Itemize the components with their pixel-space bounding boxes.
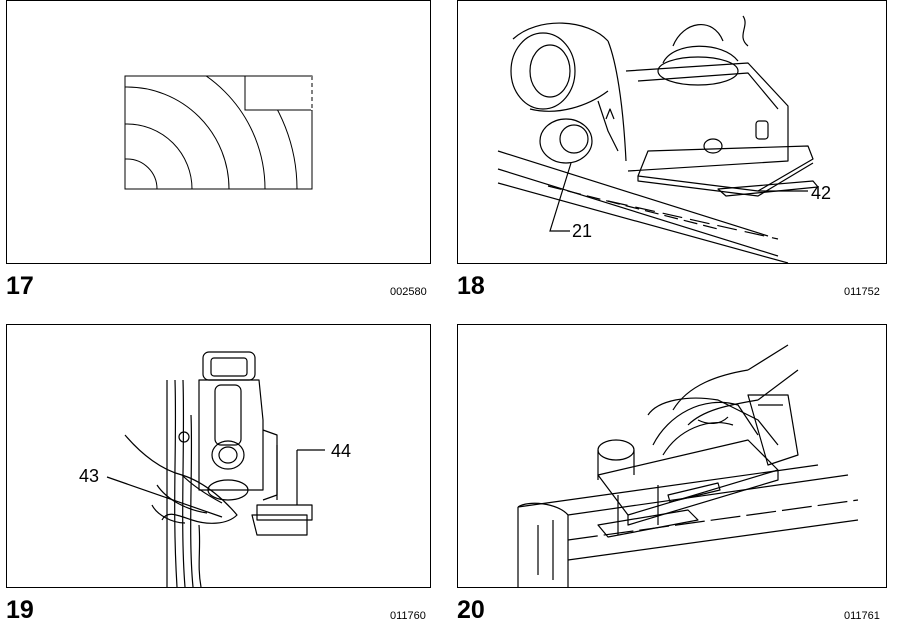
figure-18-panel: 21 42 [457, 0, 887, 264]
figure-20-code: 011761 [844, 610, 880, 622]
figure-19-code: 011760 [390, 610, 426, 622]
figure-18-code: 011752 [844, 286, 880, 298]
figure-17-wood-grain-illustration [124, 75, 313, 190]
callout-21: 21 [572, 221, 592, 241]
figure-19-panel: 43 44 [6, 324, 431, 588]
callout-42: 42 [811, 183, 831, 203]
figure-17-number: 17 [6, 272, 34, 300]
figure-20-planer-with-fence-illustration [517, 344, 859, 587]
figure-18-planer-base-illustration: 21 42 [497, 15, 831, 263]
figure-20-panel [457, 324, 887, 588]
figure-17-panel [6, 0, 431, 264]
callout-43: 43 [79, 466, 99, 486]
figure-18-number: 18 [457, 272, 485, 300]
callout-44: 44 [331, 441, 351, 461]
figure-19-number: 19 [6, 596, 34, 624]
figure-20-number: 20 [457, 596, 485, 624]
figure-19-edge-planing-illustration: 43 44 [79, 351, 351, 587]
figure-17-code: 002580 [390, 286, 427, 298]
